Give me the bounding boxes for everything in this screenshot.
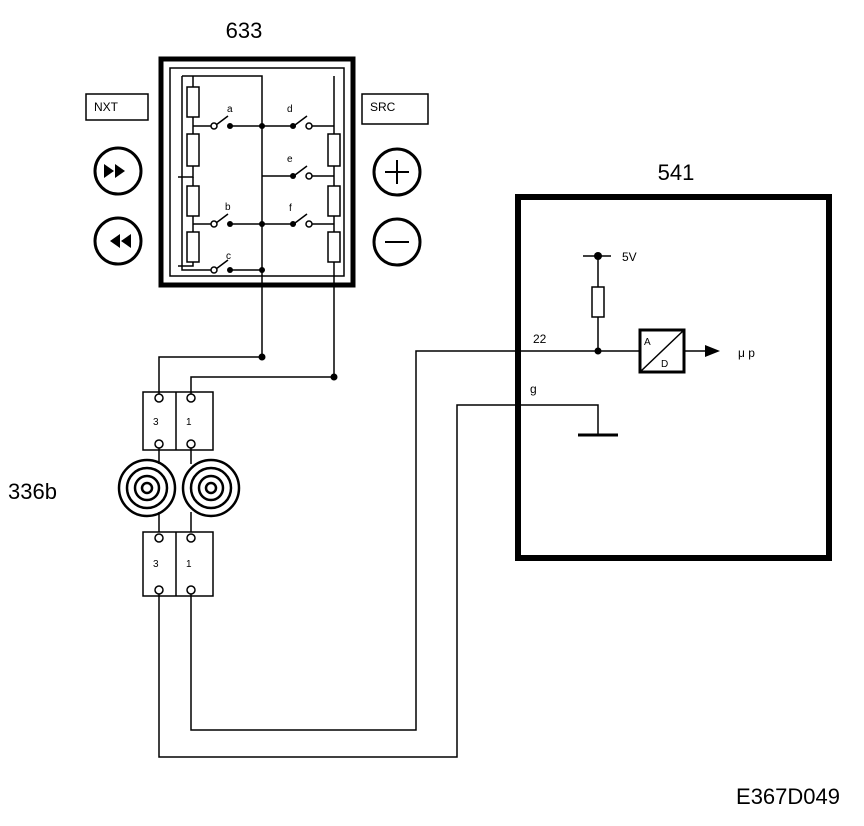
svg-text:c: c — [226, 251, 231, 262]
connector-336b-top: 3 1 — [142, 391, 214, 451]
unit-633: 633 — [158, 18, 356, 288]
coil-spiral-left — [117, 448, 177, 532]
switch-b: b — [210, 202, 233, 228]
supply-5v-label: 5V — [622, 250, 637, 264]
switch-e: e — [287, 154, 313, 180]
svg-text:3: 3 — [153, 417, 159, 428]
svg-text:1: 1 — [186, 559, 192, 570]
pin-22-label: 22 — [533, 332, 547, 346]
connector-336b-bottom: 3 1 — [142, 531, 214, 597]
external-wiring — [158, 283, 599, 758]
unit-541: 541 5V 22 g A D μ p — [515, 160, 832, 561]
switch-a: a — [210, 104, 233, 130]
nxt-button[interactable]: NXT — [85, 93, 149, 121]
pin-g-label: g — [530, 382, 537, 396]
svg-text:1: 1 — [186, 417, 192, 428]
switch-c: c — [210, 251, 233, 274]
unit-633-internal-wiring — [178, 75, 335, 283]
microprocessor-label: μ p — [738, 346, 755, 360]
switch-f: f — [289, 203, 313, 228]
unit-633-label: 633 — [226, 18, 263, 43]
unit-541-label: 541 — [658, 160, 695, 185]
svg-text:A: A — [644, 337, 651, 348]
src-button[interactable]: SRC — [361, 93, 429, 125]
plus-icon[interactable] — [372, 147, 422, 197]
coil-spiral-right — [181, 448, 241, 532]
switch-d: d — [287, 104, 313, 130]
svg-text:b: b — [225, 202, 231, 213]
svg-text:a: a — [227, 104, 233, 115]
document-code: E367D049 — [736, 784, 840, 809]
svg-text:D: D — [661, 359, 668, 370]
svg-text:f: f — [289, 203, 292, 214]
fast-forward-icon[interactable] — [93, 146, 143, 196]
rewind-icon[interactable] — [93, 216, 143, 266]
svg-text:3: 3 — [153, 559, 159, 570]
ad-converter: A D — [638, 328, 686, 374]
svg-text:NXT: NXT — [94, 100, 119, 114]
unit-336b-label: 336b — [8, 479, 57, 504]
svg-text:e: e — [287, 154, 293, 165]
minus-icon[interactable] — [372, 217, 422, 267]
svg-text:SRC: SRC — [370, 100, 396, 114]
svg-text:d: d — [287, 104, 293, 115]
